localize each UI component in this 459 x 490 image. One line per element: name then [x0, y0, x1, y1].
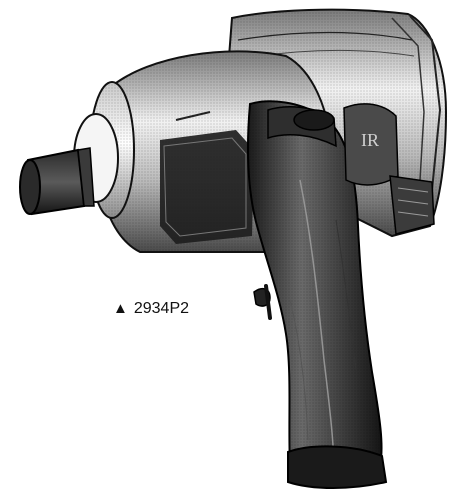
throttle-lever: [253, 284, 272, 320]
square-drive-anvil: [19, 147, 95, 216]
brand-logo: IR: [361, 130, 379, 150]
triangle-marker-icon: ▲: [113, 299, 128, 317]
exhaust-detail: [389, 175, 435, 235]
model-caption: ▲ 2934P2: [113, 301, 189, 317]
brand-plate: IR: [343, 103, 399, 186]
pistol-grip-handle: [247, 100, 388, 489]
model-number: 2934P2: [133, 300, 190, 317]
